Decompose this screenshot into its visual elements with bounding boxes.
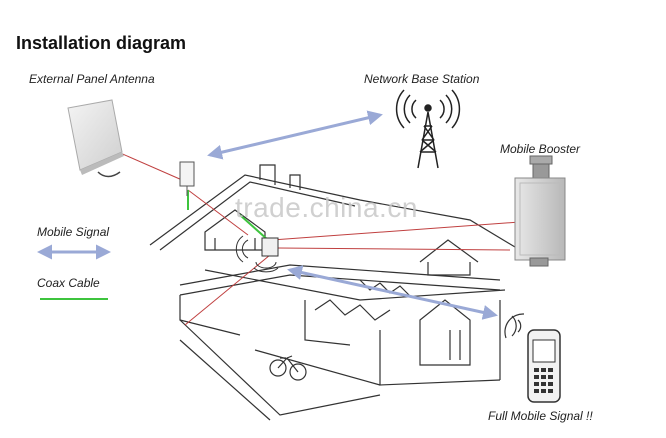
legend-coax-cable: Coax Cable — [37, 276, 100, 290]
house-cutaway — [149, 164, 521, 421]
roof-antenna-icon — [179, 161, 195, 196]
label-full-signal: Full Mobile Signal !! — [488, 409, 593, 423]
signal-arrows — [37, 110, 498, 320]
diagram-title: Installation diagram — [16, 33, 187, 53]
mobile-phone-icon — [527, 329, 561, 403]
phone-signal-waves — [504, 313, 525, 339]
red-cables — [117, 151, 521, 326]
watermark-text: trade.china.cn — [235, 192, 418, 223]
label-external-antenna: External Panel Antenna — [29, 72, 155, 86]
indoor-antenna-icon — [235, 235, 279, 273]
coax-cable-line — [40, 190, 269, 300]
cell-tower-icon — [395, 89, 461, 169]
label-base-station: Network Base Station — [364, 72, 480, 86]
panel-antenna-icon — [67, 99, 124, 178]
label-mobile-booster: Mobile Booster — [500, 142, 581, 156]
bicycle-icon — [269, 355, 307, 381]
booster-device-icon — [514, 155, 566, 267]
legend-mobile-signal: Mobile Signal — [37, 225, 110, 239]
